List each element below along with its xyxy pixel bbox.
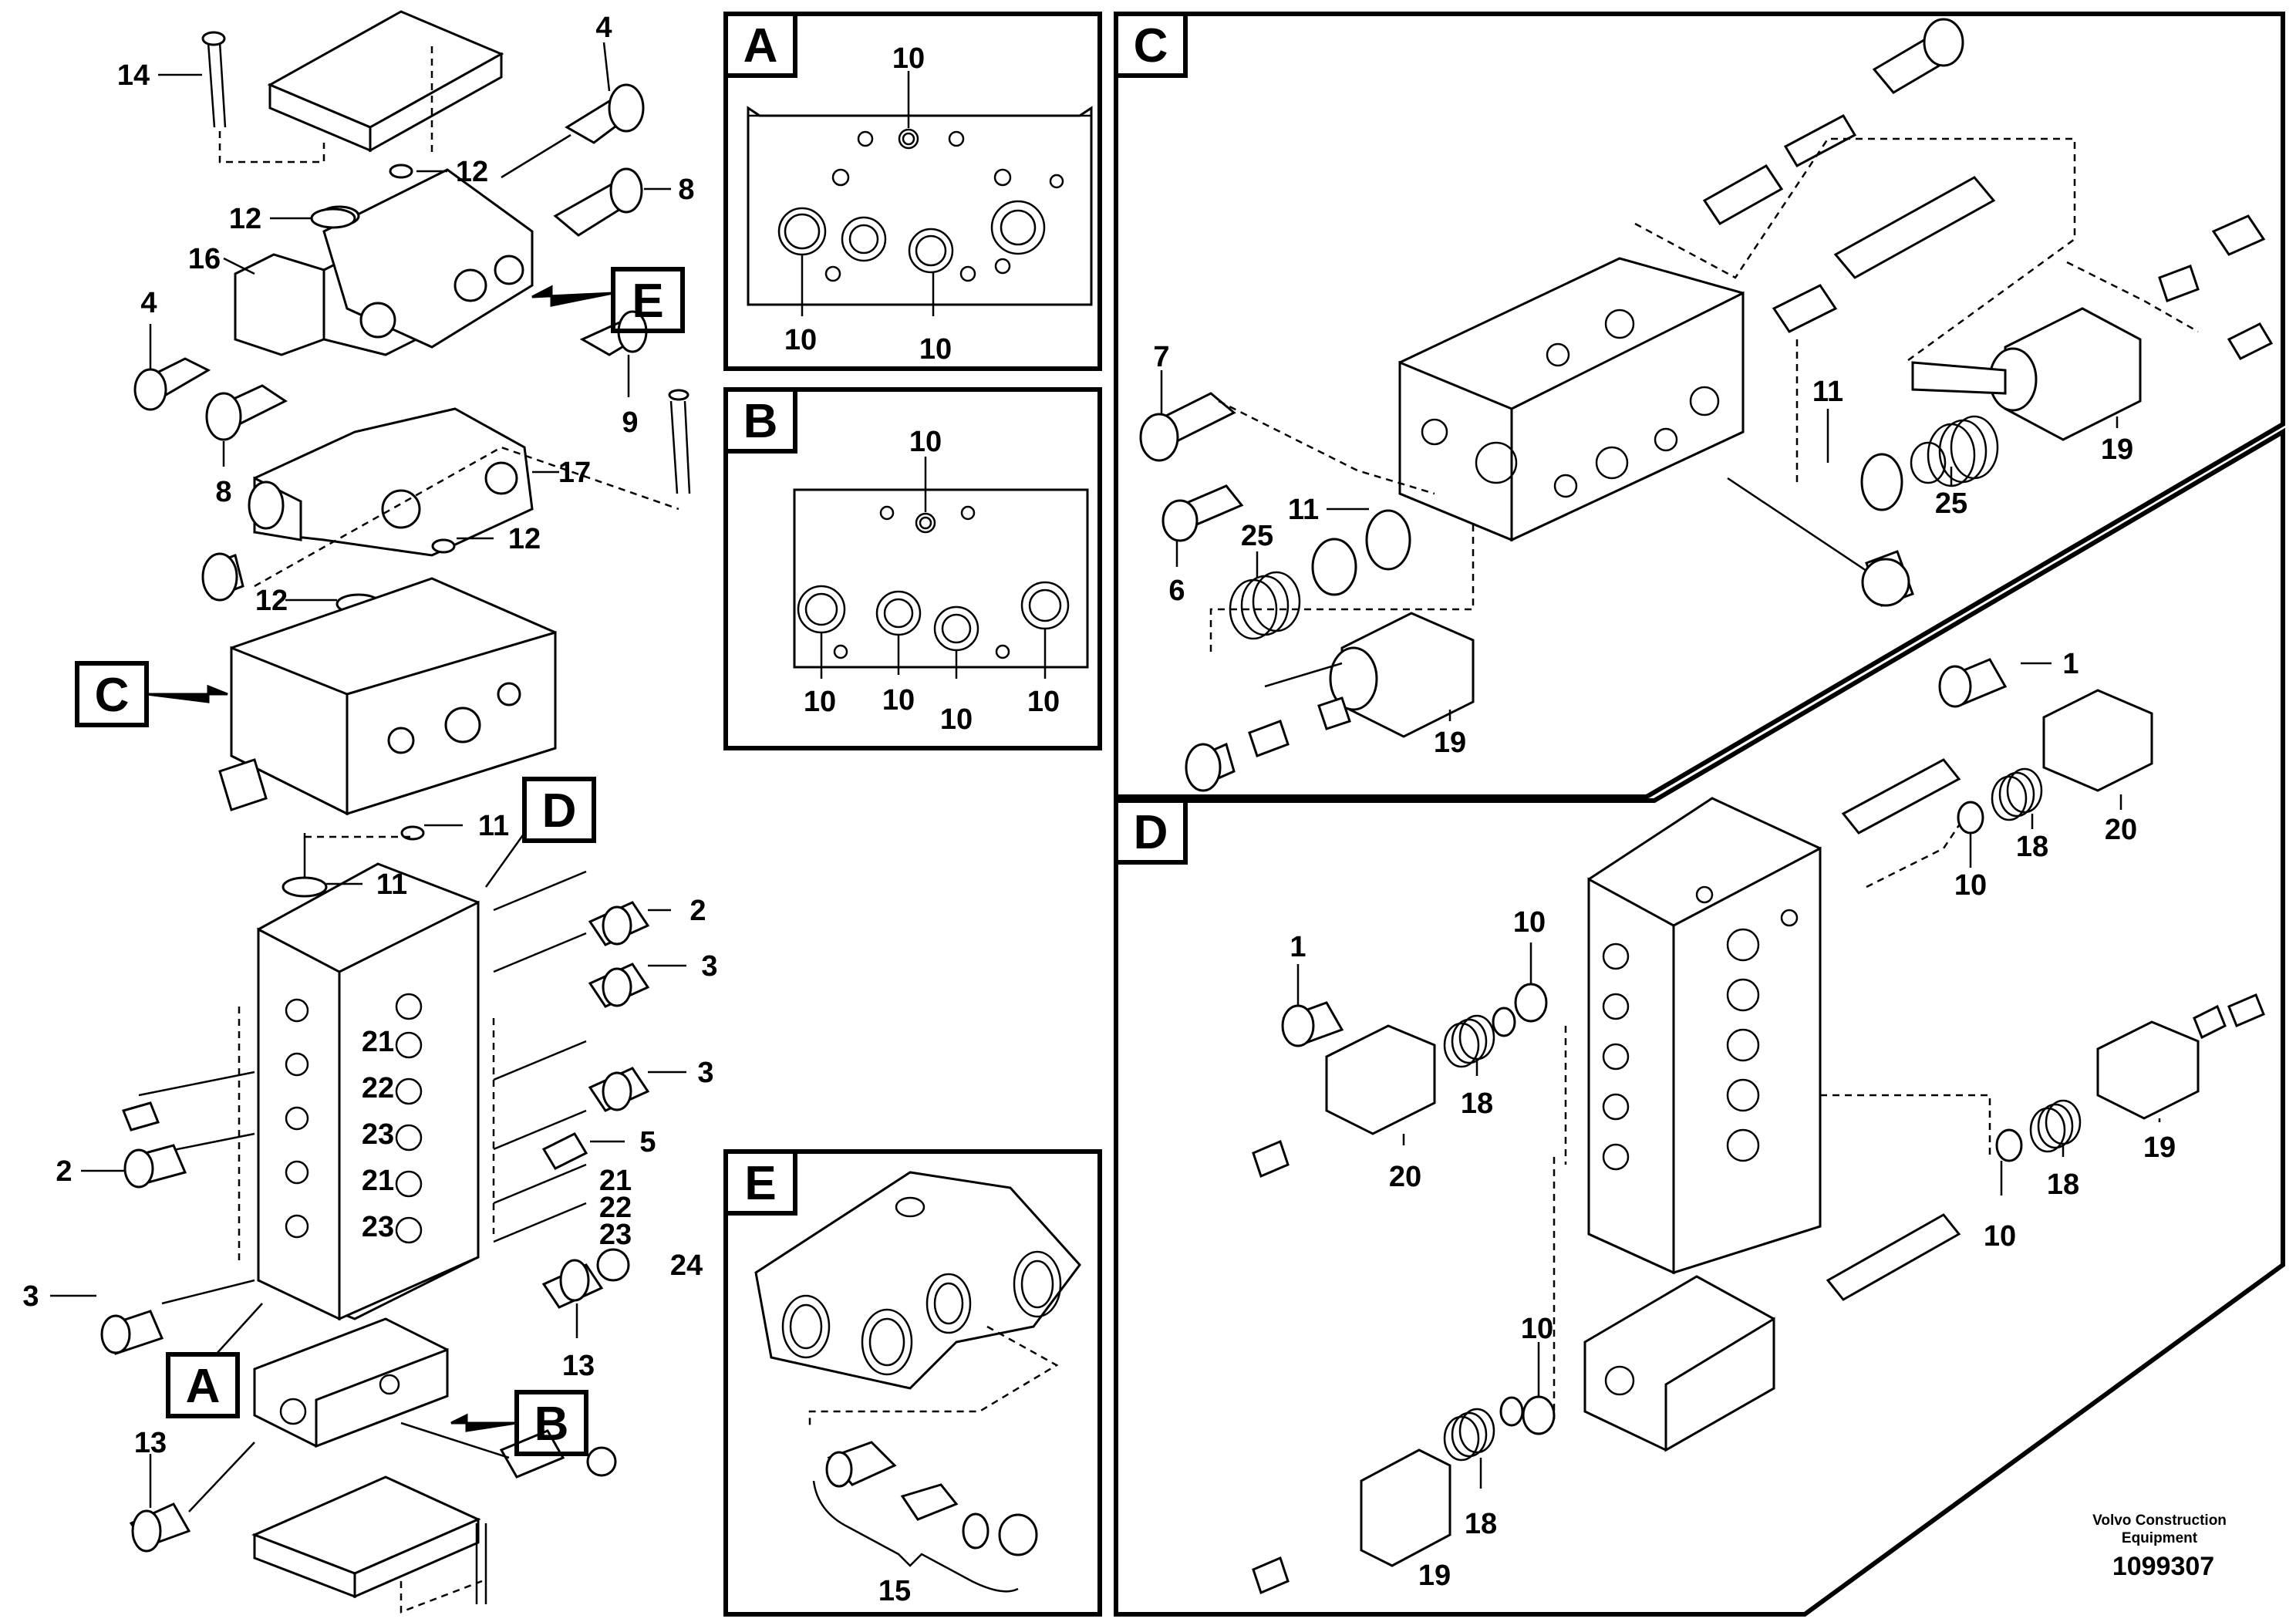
drawing-number: 1099307: [2112, 1552, 2214, 1581]
main-callouts: 14 4 12 8 12 16 4 9 8 17 12 12 11 11 2 3…: [22, 12, 718, 1508]
panel-d-callout-20-top: 20: [2105, 814, 2137, 846]
panel-c-callouts: 7 11 25 6 19 11 25 19: [1153, 341, 2133, 759]
panel-d-callout-19-right: 19: [2143, 1131, 2176, 1164]
callout-24: 24: [670, 1249, 703, 1282]
footer-brand: Volvo Construction Equipment 1099307: [2092, 1512, 2227, 1581]
panel-b-callout-2: 10: [882, 684, 915, 717]
section-label-c: C: [1134, 19, 1168, 73]
callout-9: 9: [622, 406, 638, 439]
panel-d-callout-18-bottom: 18: [1465, 1508, 1497, 1540]
callout-8-left: 8: [215, 476, 231, 508]
callout-5: 5: [639, 1126, 656, 1158]
callout-13-right: 13: [562, 1350, 595, 1382]
callout-16: 16: [188, 243, 221, 275]
callout-12-b: 12: [229, 203, 261, 235]
panel-c-callout-11-right: 11: [1812, 376, 1843, 408]
panel-a-callout-top: 10: [892, 42, 925, 75]
panel-b-callout-4: 10: [1027, 686, 1060, 718]
panel-b-frame: [723, 387, 1102, 750]
panel-c-callout-11-left: 11: [1288, 494, 1319, 526]
panel-c-callout-25-left: 25: [1241, 520, 1273, 552]
panel-c-callout-6: 6: [1168, 575, 1185, 607]
panel-d-callout-1-top: 1: [2062, 648, 2079, 680]
main-section-e-label: E: [632, 275, 663, 328]
panel-a-frame: [723, 12, 1102, 371]
callout-21-b: 21: [362, 1165, 394, 1197]
section-label-e: E: [744, 1157, 776, 1210]
panel-c-callout-19-top: 19: [2101, 433, 2133, 466]
panel-d-callout-1-left: 1: [1290, 931, 1306, 963]
section-label-a-box: A: [723, 12, 797, 78]
panel-e-frame: [723, 1149, 1102, 1617]
panel-b-callout-top: 10: [909, 426, 942, 458]
panel-d-callout-10-right: 10: [1984, 1220, 2016, 1253]
brand-line-1: Volvo Construction: [2092, 1512, 2227, 1529]
callout-3-right-a: 3: [701, 950, 717, 983]
callout-17: 17: [558, 457, 591, 489]
panel-e-drawing: 15: [754, 1171, 1081, 1607]
main-section-b-label: B: [534, 1398, 569, 1451]
panel-e-callout-15: 15: [878, 1575, 911, 1607]
main-section-a-label: A: [186, 1360, 221, 1413]
panel-c-callout-25-right: 25: [1935, 487, 1967, 520]
main-assembly: [100, 10, 691, 1614]
section-label-d-box: D: [1114, 798, 1188, 865]
callout-23-c: 23: [599, 1219, 632, 1251]
section-label-d: D: [1134, 806, 1168, 859]
section-label-a: A: [743, 19, 778, 73]
callout-12-d: 12: [255, 585, 288, 617]
panel-c-callout-7: 7: [1153, 341, 1169, 373]
callout-21-a: 21: [362, 1026, 394, 1058]
panel-d-callout-10-left: 10: [1513, 906, 1546, 939]
panel-c-callout-19-bottom: 19: [1434, 727, 1466, 759]
section-label-e-box: E: [723, 1149, 797, 1216]
panel-b-callout-3: 10: [940, 703, 973, 736]
callout-4-top: 4: [595, 12, 612, 44]
callout-12-a: 12: [456, 156, 488, 188]
callout-2-left: 2: [56, 1155, 72, 1188]
callout-11-b: 11: [376, 868, 407, 901]
section-label-c-box: C: [1114, 12, 1188, 78]
panel-d-callouts: 1 20 10 18 1 10 18 20 19 18 10 10 18 19: [1290, 648, 2176, 1592]
callout-14: 14: [117, 59, 150, 92]
panel-d-callout-20-left: 20: [1389, 1161, 1421, 1193]
section-label-b-box: B: [723, 387, 797, 454]
callout-3-right-b: 3: [697, 1057, 713, 1089]
panel-d-callout-10-bottom: 10: [1521, 1313, 1553, 1345]
panel-a-callout-left: 10: [784, 324, 817, 356]
callout-2-right: 2: [689, 895, 706, 927]
panel-d-drawing: [1252, 658, 2265, 1595]
callout-12-c: 12: [508, 523, 541, 555]
callout-4-left: 4: [140, 287, 157, 319]
callout-21-c: 21: [599, 1165, 632, 1197]
section-label-b: B: [743, 395, 778, 448]
callout-22-a: 22: [362, 1072, 394, 1104]
panel-d-callout-18-right: 18: [2047, 1168, 2079, 1201]
panel-c-frame: [1114, 12, 2285, 799]
panel-d-callout-18-top: 18: [2016, 831, 2048, 863]
callout-23-b: 23: [362, 1211, 394, 1243]
callout-8-top: 8: [678, 174, 694, 206]
panel-d-callout-19-bottom: 19: [1418, 1560, 1451, 1592]
callout-13-left: 13: [134, 1427, 167, 1459]
panel-d-callout-18-left: 18: [1461, 1088, 1493, 1120]
main-section-d-label: D: [542, 784, 577, 838]
panel-c-drawing: [1139, 18, 2274, 792]
main-section-c-label: C: [95, 669, 130, 722]
brand-line-2: Equipment: [2122, 1530, 2198, 1546]
panel-b-callout-1: 10: [804, 686, 836, 718]
main-section-pointers: C D E A B: [75, 267, 685, 1456]
panel-a-callout-right: 10: [919, 333, 952, 366]
callout-23-a: 23: [362, 1118, 394, 1151]
callout-11-a: 11: [478, 810, 509, 842]
callout-3-left: 3: [22, 1280, 39, 1313]
callout-22-c: 22: [599, 1192, 632, 1224]
panel-b-drawing: 10 10 10 10 10: [793, 426, 1089, 736]
panel-d-frame: [1114, 427, 2285, 1617]
panel-a-drawing: 10 10 10: [747, 42, 1093, 366]
panel-d-callout-10-top: 10: [1954, 869, 1987, 902]
